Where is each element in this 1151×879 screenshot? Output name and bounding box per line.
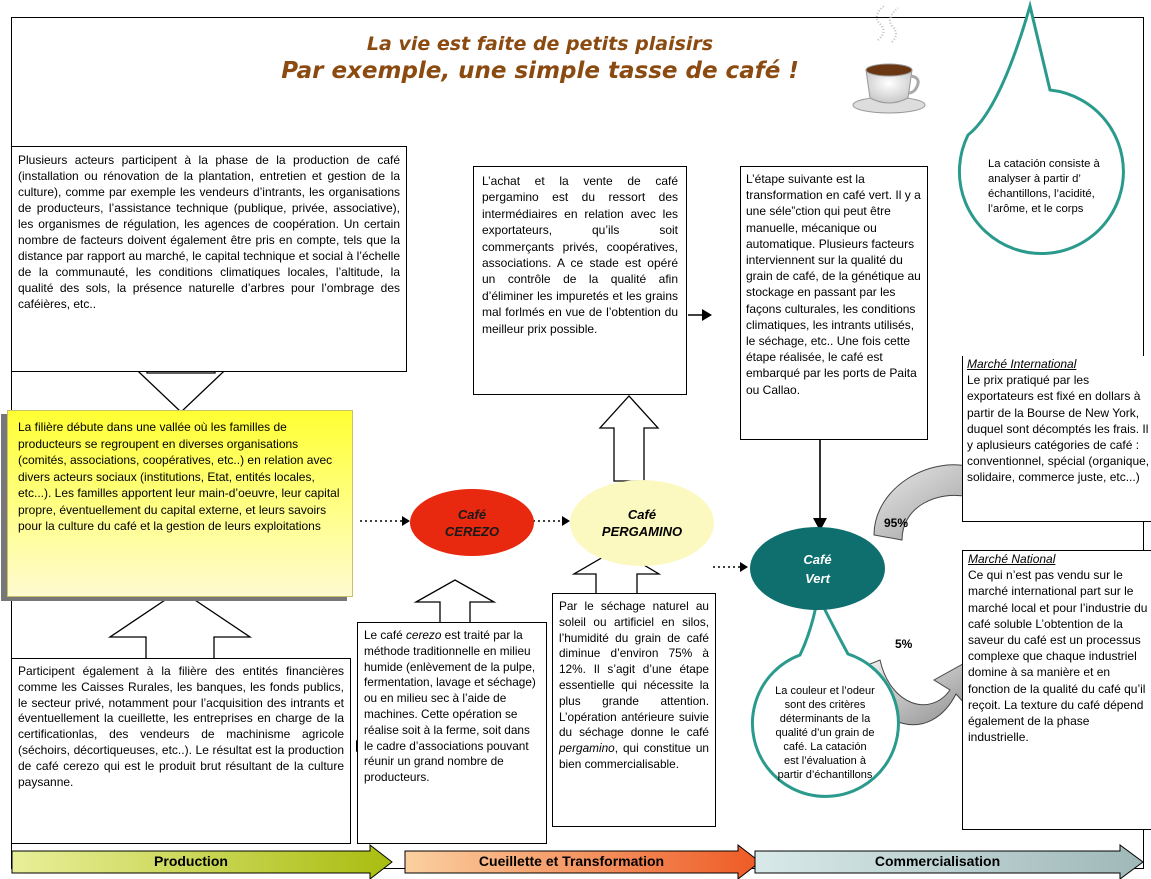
dotted-arrow-2-head xyxy=(562,516,570,526)
arrow-transformation-vert xyxy=(813,518,827,531)
production-band-arrow xyxy=(11,843,393,879)
financieres-box: Participent également à la filière des e… xyxy=(11,658,351,844)
international-title: Marché International xyxy=(967,357,1077,371)
up-arrow-cerezo xyxy=(413,579,497,625)
phase-commercialisation: Commercialisation xyxy=(874,853,1001,869)
node-cerezo-line1: Café xyxy=(457,506,487,522)
title-line-2: Par exemple, une simple tasse de café ! xyxy=(281,58,799,84)
sechage-text-pre: Par le séchage naturel au soleil ou arti… xyxy=(559,599,709,740)
speech-bubble-catacion xyxy=(957,0,1125,255)
title-line-1: La vie est faite de petits plaisirs xyxy=(366,33,714,55)
arrow-achat-transformation xyxy=(702,309,712,321)
international-body: Le prix pratiqué par les exportateurs es… xyxy=(967,373,1150,485)
filiere-box: La filière débute dans une vallée où les… xyxy=(7,410,353,597)
catacion-bubble-text: La catación consiste à analyser à partir… xyxy=(988,158,1100,215)
achat-box: L’achat et la vente de café pergamino es… xyxy=(473,166,687,395)
phase-transformation: Cueillette et Transformation xyxy=(478,853,665,869)
node-vert-line1: Café xyxy=(803,551,832,567)
percent-international: 95% xyxy=(884,516,909,530)
international-market-box: Marché International Le prix pratiqué pa… xyxy=(962,356,1151,522)
cerezo-text-post: est traité par la méthode traditionnelle… xyxy=(364,628,536,785)
national-body: Ce qui n’est pas vendu sur le marché int… xyxy=(968,568,1148,745)
commercialisation-band-arrow xyxy=(754,844,1144,879)
transformation-text: L’étape suivante est la transformation e… xyxy=(746,172,921,397)
coffee-cup-icon xyxy=(852,5,926,114)
sechage-text-em: pergamino xyxy=(559,741,615,756)
node-vert-line2: Vert xyxy=(805,570,830,586)
cerezo-text-em: cerezo xyxy=(405,628,442,642)
percent-national: 5% xyxy=(895,637,913,651)
couleur-bubble-text: La couleur et l’odeur sont des critères … xyxy=(775,685,875,781)
acteurs-text: Plusieurs acteurs participent à la phase… xyxy=(18,153,400,311)
transformation-box: L’étape suivante est la transformation e… xyxy=(740,166,928,440)
national-market-box: Marché National Ce qui n’est pas vendu s… xyxy=(962,550,1151,830)
node-cerezo-line2: CEREZO xyxy=(444,523,500,539)
node-pergamino-line2: PERGAMINO xyxy=(601,524,683,539)
transformation-band-arrow xyxy=(404,843,761,879)
speech-bubble-couleur xyxy=(751,591,900,798)
up-arrow-financieres xyxy=(107,589,253,661)
financieres-text: Participent également à la filière des e… xyxy=(18,664,344,789)
achat-text: L’achat et la vente de café pergamino es… xyxy=(482,174,678,336)
cerezo-text-pre: Le café xyxy=(364,628,406,642)
national-title: Marché National xyxy=(968,552,1056,566)
filiere-text: La filière débute dans une vallée où les… xyxy=(18,420,340,533)
dotted-arrow-1-head xyxy=(402,516,410,526)
up-arrow-pergamino xyxy=(598,395,660,482)
acteurs-box: Plusieurs acteurs participent à la phase… xyxy=(11,146,407,372)
sechage-text-post: , qui constitue un bien commercialisable… xyxy=(559,741,709,771)
cerezo-process-box: Le café cerezo est traité par la méthode… xyxy=(357,622,547,844)
dotted-arrow-3-head xyxy=(740,562,748,572)
sechage-box: Par le séchage naturel au soleil ou arti… xyxy=(552,593,716,827)
phase-production: Production xyxy=(154,853,228,869)
node-pergamino-line1: Café xyxy=(627,507,657,522)
